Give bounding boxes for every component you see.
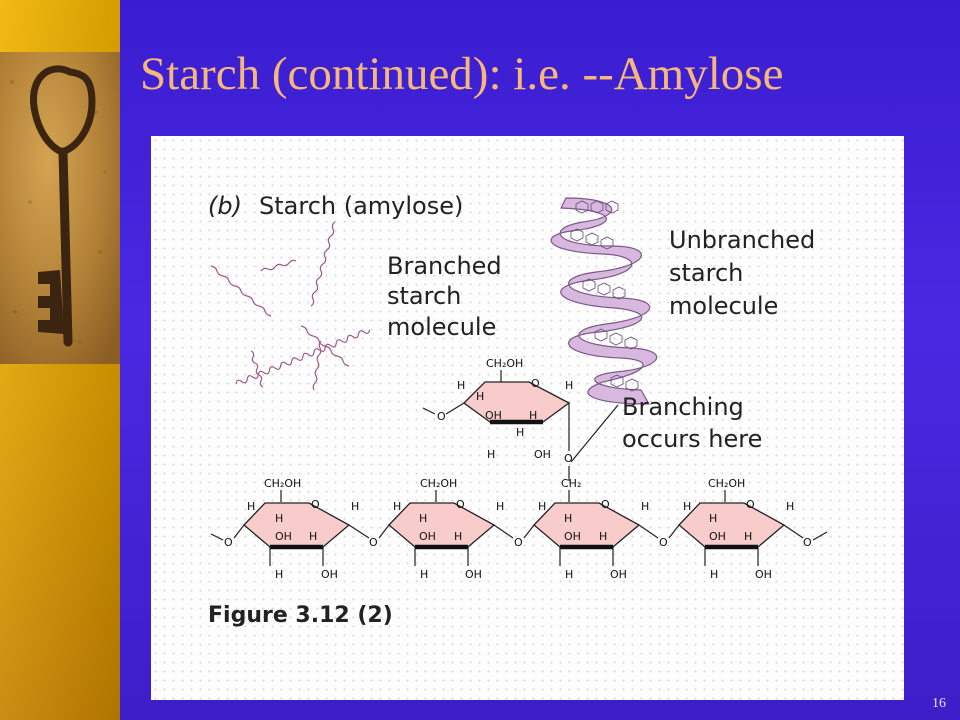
- branching-label-1: Branching: [622, 393, 744, 421]
- figure-panel: (b) Starch (amylose) Branched starch mol…: [151, 136, 904, 700]
- atom-o: O: [659, 536, 668, 549]
- atom-h: H: [599, 530, 607, 543]
- panel-title: Starch (amylose): [259, 192, 463, 220]
- atom-h: H: [476, 390, 484, 403]
- branch-up: [310, 221, 336, 307]
- atom-h: H: [247, 500, 255, 513]
- glucose-ring-4: CH₂OH O H H OH H H H OH O: [668, 477, 828, 581]
- atom-h: H: [709, 512, 717, 525]
- atom-h: H: [420, 568, 428, 581]
- atom-h: H: [487, 448, 495, 461]
- atom-h: H: [496, 500, 504, 513]
- atom-h: H: [309, 530, 317, 543]
- ring-oxygen: O: [456, 498, 465, 511]
- atom-oh: OH: [564, 530, 581, 543]
- atom-h: H: [516, 426, 524, 439]
- atom-h: H: [565, 568, 573, 581]
- branch-right: [300, 325, 350, 367]
- atom-h: H: [275, 512, 283, 525]
- atom-oh: OH: [709, 530, 726, 543]
- atom-h: H: [393, 500, 401, 513]
- branched-starch-sketch: [210, 221, 371, 391]
- branched-label-2: starch: [387, 282, 461, 310]
- ch2oh-label: CH₂OH: [264, 477, 301, 490]
- atom-oh: OH: [534, 448, 551, 461]
- slide-number: 16: [932, 696, 946, 711]
- unbranched-label-2: starch: [669, 259, 743, 287]
- branch-left: [210, 265, 272, 317]
- atom-oh: OH: [755, 568, 772, 581]
- ch2oh-label: CH₂OH: [708, 477, 745, 490]
- atom-o: O: [369, 536, 378, 549]
- ring-oxygen: O: [531, 377, 540, 390]
- key-photo: [0, 52, 120, 364]
- branch-down: [250, 350, 264, 388]
- glucose-ring-3: CH₂ O H H OH H H H OH O: [523, 477, 668, 581]
- branch-main: [235, 329, 371, 384]
- starch-diagram: (b) Starch (amylose) Branched starch mol…: [208, 192, 828, 628]
- atom-h: H: [351, 500, 359, 513]
- branching-pointer: [570, 404, 619, 463]
- key-icon: [0, 52, 120, 364]
- atom-h: H: [538, 500, 546, 513]
- atom-h: H: [744, 530, 752, 543]
- atom-oh: OH: [485, 409, 502, 422]
- atom-h: H: [710, 568, 718, 581]
- atom-o: O: [437, 410, 446, 423]
- branch-lower: [312, 340, 322, 391]
- atom-h: H: [564, 512, 572, 525]
- branch-top-left: [260, 259, 297, 272]
- atom-o: O: [564, 452, 573, 465]
- atom-oh: OH: [321, 568, 338, 581]
- atom-h: H: [454, 530, 462, 543]
- ring-oxygen: O: [311, 498, 320, 511]
- glucose-ring-branch: CH₂OH O H H H OH H H H OH O O: [422, 357, 573, 481]
- branched-label-3: molecule: [387, 313, 496, 341]
- atom-oh: OH: [275, 530, 292, 543]
- ring-oxygen: O: [746, 498, 755, 511]
- unbranched-helix: [550, 197, 658, 405]
- atom-h: H: [565, 379, 573, 392]
- ch2oh-label: CH₂OH: [420, 477, 457, 490]
- ch2-label: CH₂: [561, 477, 581, 490]
- panel-label: (b): [208, 192, 242, 220]
- atom-o: O: [224, 536, 233, 549]
- slide-title: Starch (continued): i.e. --Amylose: [140, 48, 784, 100]
- atom-h: H: [683, 500, 691, 513]
- ch2oh-label: CH₂OH: [486, 357, 523, 370]
- atom-oh: OH: [610, 568, 627, 581]
- branched-label-1: Branched: [387, 252, 502, 280]
- glucose-ring-1: CH₂OH O H H OH H H H OH O O: [210, 477, 378, 581]
- glucose-ring-2: CH₂OH O H H OH H H H OH O: [378, 477, 523, 581]
- atom-o: O: [514, 536, 523, 549]
- atom-h: H: [641, 500, 649, 513]
- branching-label-2: occurs here: [622, 425, 762, 453]
- atom-oh: OH: [465, 568, 482, 581]
- atom-h: H: [529, 409, 537, 422]
- atom-h: H: [275, 568, 283, 581]
- atom-h: H: [457, 379, 465, 392]
- figure-caption: Figure 3.12 (2): [208, 603, 393, 628]
- atom-h: H: [419, 512, 427, 525]
- atom-o: O: [803, 536, 812, 549]
- atom-h: H: [786, 500, 794, 513]
- ring-oxygen: O: [601, 498, 610, 511]
- unbranched-label-3: molecule: [669, 292, 778, 320]
- unbranched-label-1: Unbranched: [669, 226, 815, 254]
- atom-oh: OH: [419, 530, 436, 543]
